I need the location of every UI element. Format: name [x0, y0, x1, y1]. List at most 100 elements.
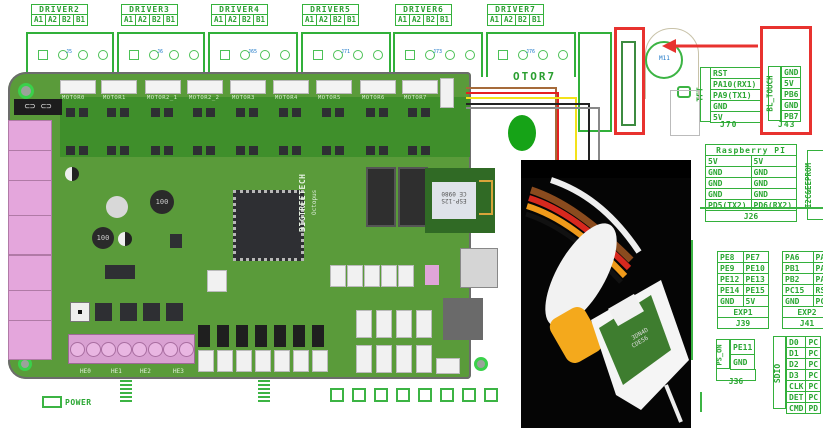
silk-comb	[120, 380, 132, 404]
fan-connector[interactable]	[274, 350, 290, 372]
connector-pad	[38, 50, 48, 60]
sdio-pin: PC	[805, 347, 822, 359]
jumper-block[interactable]	[236, 325, 248, 347]
reset-button[interactable]	[70, 302, 90, 322]
jumper-block[interactable]	[293, 325, 305, 347]
connector-pad	[129, 50, 139, 60]
exp2-title: EXP2	[782, 306, 823, 318]
terminal-screw[interactable]	[147, 342, 163, 357]
stepper-driver-chip	[279, 146, 288, 155]
fan-connector[interactable]	[217, 350, 233, 372]
bltouch-photo: 3DN4D CDE56	[521, 160, 691, 428]
exp1-pin: PE8	[717, 251, 744, 263]
io-connector[interactable]	[364, 265, 380, 287]
terminal-screw[interactable]	[132, 342, 147, 357]
fan-connector[interactable]	[255, 350, 271, 372]
eeprom-label: I2C&EEPROM	[804, 162, 814, 209]
rpi-pin: GND	[705, 166, 752, 178]
terminal-screw[interactable]	[101, 342, 116, 357]
ps-on-pin: GND	[729, 354, 756, 370]
sdio-label: SDIO	[773, 363, 783, 384]
silk-pad	[418, 388, 432, 402]
exp2-port[interactable]	[398, 167, 428, 227]
terminal-screw[interactable]	[85, 342, 101, 357]
motor-connector[interactable]	[60, 80, 96, 94]
motor-connector[interactable]	[187, 80, 223, 94]
connector-pad	[405, 50, 415, 60]
connector-3pin[interactable]	[207, 270, 227, 292]
jumper-block[interactable]	[312, 325, 324, 347]
connector-side[interactable]	[440, 78, 454, 108]
power-terminal[interactable]	[8, 180, 52, 220]
exp1-pin: PE12	[717, 273, 744, 285]
cable-brown	[529, 186, 634, 263]
power-terminal[interactable]	[8, 320, 52, 360]
jumper-block[interactable]	[217, 325, 229, 347]
exp2-pin: PC15	[782, 284, 814, 296]
motor-connector[interactable]	[230, 80, 266, 94]
connector-pad	[260, 50, 270, 60]
io-connector[interactable]	[381, 265, 397, 287]
motor-connector[interactable]	[101, 80, 137, 94]
stepper-driver-chip	[292, 146, 301, 155]
motor-connector[interactable]	[145, 80, 181, 94]
power-terminal[interactable]	[8, 255, 52, 295]
endstop-connector[interactable]	[356, 310, 372, 338]
endstop-connector[interactable]	[396, 345, 412, 373]
terminal-screw[interactable]	[163, 342, 178, 357]
fan-connector[interactable]	[293, 350, 309, 372]
jumper-block[interactable]	[255, 325, 267, 347]
fan-connector[interactable]	[198, 350, 214, 372]
terminal-screw[interactable]	[178, 342, 194, 357]
bltouch-side-label: BL_TOUCH	[765, 75, 775, 112]
terminal-screw[interactable]	[70, 342, 85, 357]
endstop-connector[interactable]	[376, 310, 392, 338]
pink-switch[interactable]	[425, 265, 439, 285]
motor-label: MOTOR2_2	[189, 95, 220, 101]
jumper-block[interactable]	[198, 325, 210, 347]
io-connector[interactable]	[330, 265, 346, 287]
terminal-screw[interactable]	[116, 342, 132, 357]
exp2-pin: PB2	[782, 273, 814, 285]
endstop-connector[interactable]	[376, 345, 392, 373]
stepper-driver-chip	[379, 146, 388, 155]
stepper-driver-chip	[193, 108, 202, 117]
endstop-connector[interactable]	[416, 345, 432, 373]
ethernet-port[interactable]	[443, 298, 483, 340]
endstop-connector[interactable]	[356, 345, 372, 373]
stepper-driver-chip	[107, 146, 116, 155]
mount-hole-label: M11	[659, 55, 670, 62]
tft-header-name: J70	[720, 120, 738, 129]
motor7-silk-label: OTOR7	[513, 70, 557, 83]
exp1-port[interactable]	[366, 167, 396, 227]
power-pad	[42, 396, 62, 408]
stepper-driver-chip	[366, 146, 375, 155]
highlight-box-board-header	[614, 27, 645, 135]
usb-port[interactable]	[460, 248, 498, 288]
motor-connector[interactable]	[316, 80, 352, 94]
fan-connector[interactable]	[236, 350, 252, 372]
endstop-connector[interactable]	[396, 310, 412, 338]
bltouch-header-table: GND 5V PB6 GND PB7	[780, 66, 802, 122]
cable-black	[525, 211, 623, 284]
wire-black	[466, 103, 588, 105]
exp1-pin: PE13	[742, 273, 769, 285]
wifi-antenna	[479, 180, 493, 215]
motor-connector[interactable]	[402, 80, 438, 94]
io-connector[interactable]	[347, 265, 363, 287]
wire-red	[466, 92, 557, 94]
power-terminal[interactable]	[8, 215, 52, 255]
connector-3pin[interactable]	[436, 358, 460, 374]
motor-connector[interactable]	[273, 80, 309, 94]
fan-connector[interactable]	[312, 350, 328, 372]
connector-pad	[169, 50, 179, 60]
pin-label: A1	[396, 15, 410, 25]
io-connector[interactable]	[398, 265, 414, 287]
jumper-block[interactable]	[274, 325, 286, 347]
sdio-pin: D2	[785, 358, 807, 370]
endstop-connector[interactable]	[416, 310, 432, 338]
silk-switch	[670, 90, 700, 136]
motor-connector[interactable]	[360, 80, 396, 94]
driver-title: DRIVER6	[395, 4, 452, 15]
cable-red	[528, 195, 632, 271]
